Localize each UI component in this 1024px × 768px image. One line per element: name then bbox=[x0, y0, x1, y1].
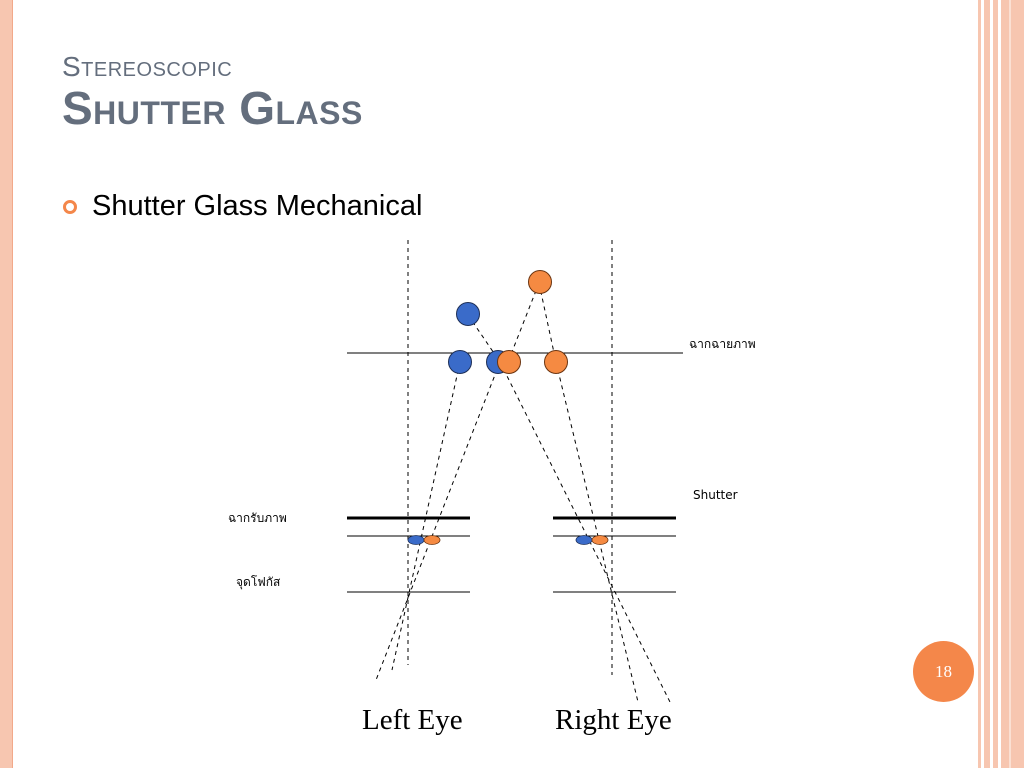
blue-image-point-left bbox=[448, 350, 472, 374]
ray bbox=[538, 282, 557, 363]
right-eye-blue-point bbox=[575, 535, 593, 545]
shutter-label: Shutter bbox=[693, 488, 738, 502]
light-rays bbox=[375, 282, 671, 703]
orange-image-point-upper bbox=[528, 270, 552, 294]
left-eye-orange-point bbox=[423, 535, 441, 545]
slide-title: Stereoscopic Shutter Glass bbox=[62, 50, 363, 132]
left-eye-blue-point bbox=[407, 535, 425, 545]
ray bbox=[375, 361, 501, 681]
orange-image-point-center bbox=[497, 350, 521, 374]
ray bbox=[391, 361, 461, 671]
projection-screen-label: ฉากฉายภาพ bbox=[689, 337, 756, 351]
ray bbox=[555, 361, 639, 703]
blue-image-point-upper bbox=[456, 302, 480, 326]
bullet-ring-icon bbox=[63, 199, 77, 214]
bullet-item: Shutter Glass Mechanical bbox=[62, 190, 422, 223]
right-eye-orange-point bbox=[591, 535, 609, 545]
bullet-text: Shutter Glass Mechanical bbox=[92, 190, 423, 222]
ray bbox=[507, 282, 540, 363]
orange-image-point-right bbox=[544, 350, 568, 374]
left-eye-label: Left Eye bbox=[362, 704, 463, 736]
receiving-screen-label: ฉากรับภาพ bbox=[228, 511, 287, 525]
page-number: 18 bbox=[935, 661, 952, 681]
title-line-2: Shutter Glass bbox=[62, 82, 363, 134]
right-eye-label: Right Eye bbox=[555, 704, 672, 736]
focal-point-label: จุดโฟกัส bbox=[236, 575, 281, 590]
title-line-1: Stereoscopic bbox=[62, 51, 233, 82]
ray bbox=[499, 361, 671, 703]
page-number-badge: 18 bbox=[913, 641, 974, 702]
